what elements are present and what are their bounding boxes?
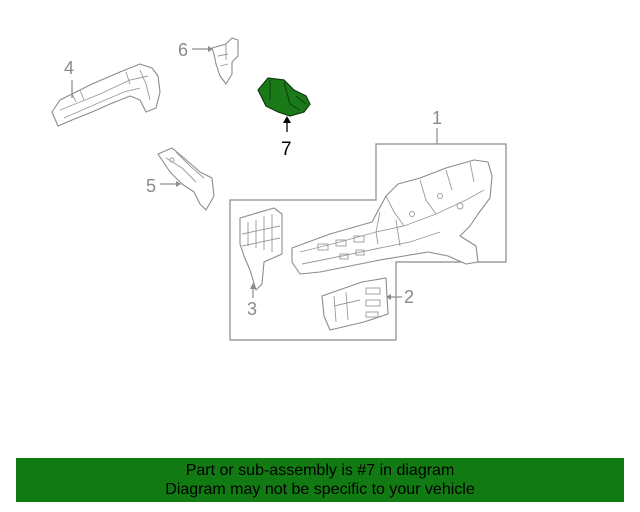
leader-3-arrow bbox=[250, 283, 256, 289]
part-7-highlighted[interactable] bbox=[257, 77, 311, 117]
leader-2-arrow bbox=[386, 294, 391, 300]
callout-6: 6 bbox=[178, 40, 188, 60]
part-2-reinforcement[interactable] bbox=[321, 277, 389, 331]
parts-diagram: 4 6 7 5 1 bbox=[51, 37, 507, 341]
part-4-upper-rail[interactable] bbox=[51, 63, 161, 127]
callout-1: 1 bbox=[432, 108, 442, 128]
banner-line-2: Diagram may not be specific to your vehi… bbox=[165, 481, 475, 498]
callout-2: 2 bbox=[404, 287, 414, 307]
part-5-gusset[interactable] bbox=[157, 147, 215, 211]
callout-3: 3 bbox=[247, 299, 257, 319]
leader-5-arrow bbox=[176, 181, 181, 187]
part-1-frame-rail[interactable] bbox=[291, 159, 493, 275]
callout-7: 7 bbox=[281, 139, 292, 160]
callout-4: 4 bbox=[64, 58, 74, 78]
leader-7-arrow bbox=[283, 116, 291, 123]
part-6-bracket[interactable] bbox=[211, 37, 239, 85]
callout-5: 5 bbox=[146, 176, 156, 196]
info-banner: Part or sub-assembly is #7 in diagram Di… bbox=[16, 458, 624, 502]
banner-line-1: Part or sub-assembly is #7 in diagram bbox=[185, 462, 455, 479]
part-3-bracket[interactable] bbox=[239, 207, 283, 291]
assembly-1-outline bbox=[229, 143, 507, 341]
leader-6-arrow bbox=[208, 46, 213, 52]
